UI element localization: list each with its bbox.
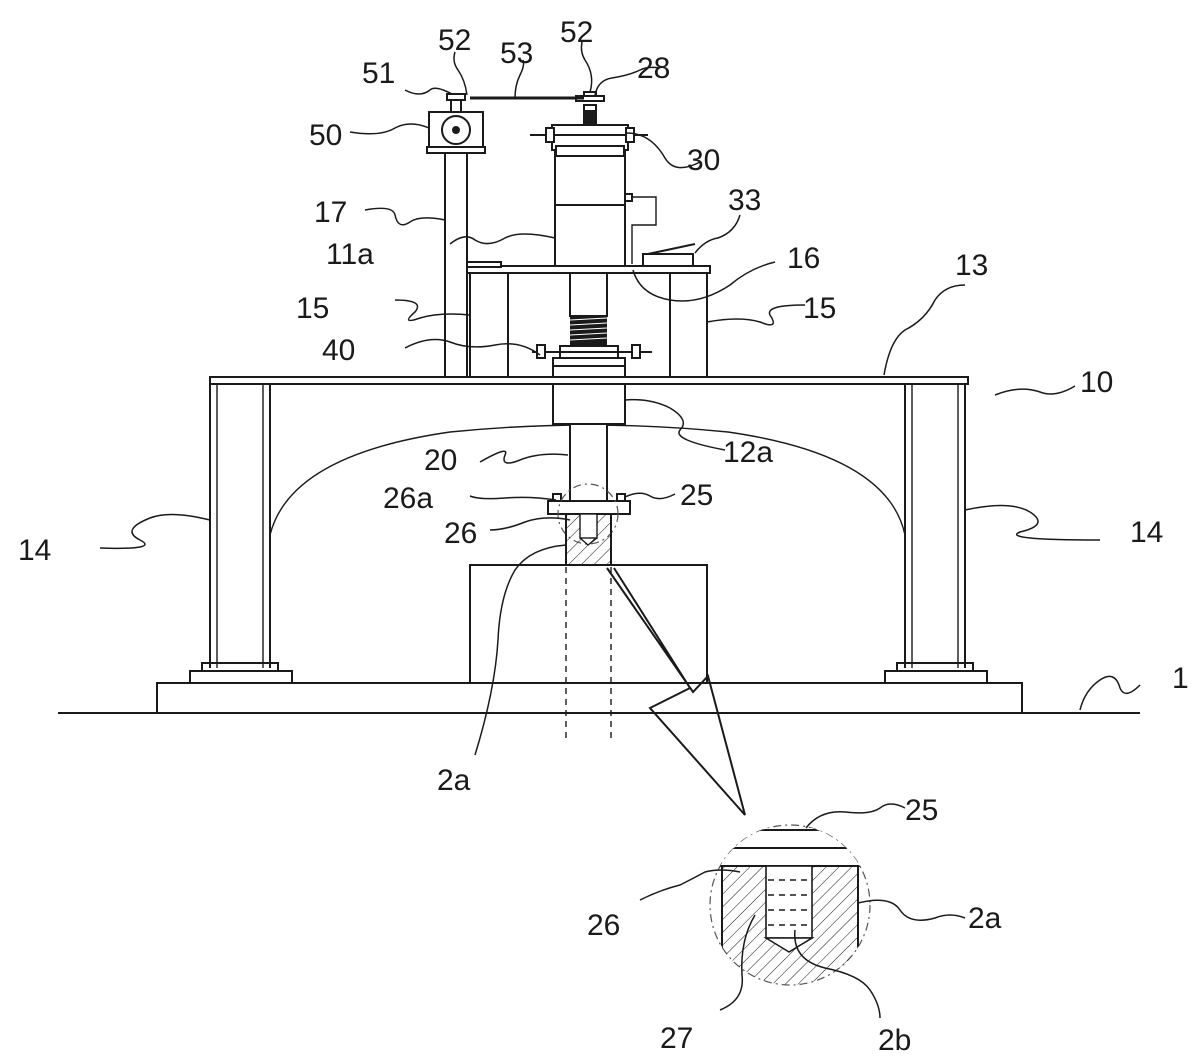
label-30: 30 [687,144,720,177]
label-50: 50 [309,119,342,152]
label-15-right: 15 [803,292,836,325]
screw-thread [570,316,607,346]
detail-label-2b: 2b [878,1024,911,1057]
top-frame-beam [210,377,968,384]
label-15-left: 15 [296,292,329,325]
label-12a: 12a [723,436,773,469]
label-52-left: 52 [438,24,471,57]
label-2a: 2a [437,764,471,797]
screw-shaft [532,273,652,377]
label-52-right: 52 [560,16,593,49]
label-17: 17 [314,196,347,229]
base-plate [157,683,1022,713]
pile-head-hatched [566,514,611,565]
column-left [190,377,292,683]
column-right [885,377,987,683]
detail-label-26: 26 [587,909,620,942]
foundation-block [470,565,707,683]
label-33: 33 [728,184,761,217]
label-53: 53 [500,37,533,70]
label-14-left: 14 [18,534,51,567]
guide-sleeve [553,384,625,424]
label-28: 28 [637,52,670,85]
detail-label-25: 25 [905,794,938,827]
pulley-unit [427,94,485,153]
detail-label-27: 27 [660,1022,693,1055]
label-51: 51 [362,57,395,90]
drive-rod [570,424,607,501]
label-13: 13 [955,249,988,282]
motor-body [530,125,648,266]
label-1: 1 [1172,662,1189,695]
label-26: 26 [444,517,477,550]
label-11a: 11a [326,238,374,271]
label-14-right: 14 [1130,516,1163,549]
label-40: 40 [322,334,355,367]
detail-view [700,825,880,986]
detail-label-2a: 2a [968,902,1002,935]
label-25: 25 [680,479,713,512]
label-26a: 26a [383,482,433,515]
label-16: 16 [787,242,820,275]
label-20: 20 [424,444,457,477]
label-10: 10 [1080,366,1113,399]
switch-box [643,244,695,266]
